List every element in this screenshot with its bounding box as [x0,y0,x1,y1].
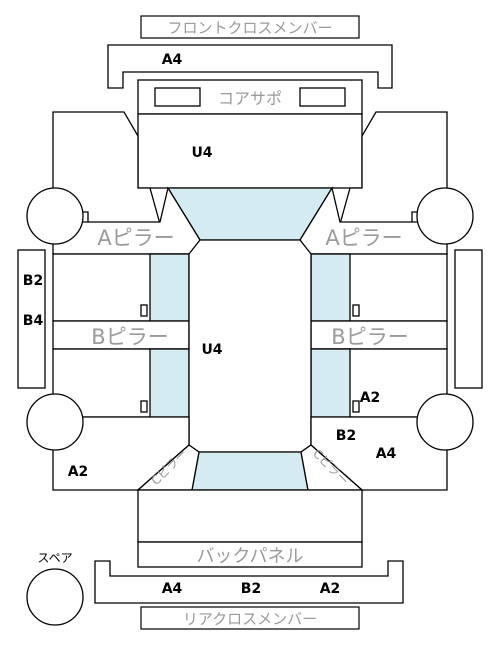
core-support-headlight-left[interactable] [154,87,201,107]
core-support-headlight-right[interactable] [299,87,346,107]
back-panel[interactable] [137,541,363,568]
a-pillar-left-label: Aピラー [97,226,174,250]
rear-cross-member-label: リアクロスメンバー [183,610,317,628]
right-front-door-window[interactable] [310,253,351,322]
rear-bumper[interactable] [94,560,404,604]
right-rear-door-grade: A2 [360,390,381,406]
rear-left-wheel[interactable] [26,393,84,451]
left-side-lower-grade: B4 [23,313,44,329]
b-pillar-right-label: Bピラー [331,325,408,349]
front-cross-member-grade: A4 [162,52,183,68]
left-rear-door-window[interactable] [149,348,190,418]
spare-tire[interactable] [26,568,84,626]
rear-member-grade-2: B2 [241,581,261,597]
hood-panel[interactable] [137,113,363,189]
left-rear-door-handle[interactable] [140,400,148,413]
rear-member-grade-1: A4 [162,581,183,597]
b-pillar-left-label: Bピラー [91,325,168,349]
rear-cross-member-box[interactable] [140,606,360,630]
roof-grade: U4 [201,342,222,358]
right-side-sill[interactable] [454,249,483,389]
front-cross-member-label: フロントクロスメンバー [167,19,332,37]
right-front-door-handle[interactable] [352,304,360,317]
left-front-door-handle[interactable] [140,304,148,317]
a-pillar-right-label: Aピラー [325,226,402,250]
spare-label: スペア [37,551,72,565]
trunk-lid[interactable] [137,489,363,543]
back-panel-label: バックパネル [196,546,303,567]
rear-member-grade-3: A2 [320,581,341,597]
front-left-wheel[interactable] [26,187,84,245]
hood-grade: U4 [191,145,212,161]
rear-right-wheel[interactable] [416,393,474,451]
right-rear-door-window[interactable] [310,348,351,418]
left-rear-quarter-grade: A2 [68,464,89,480]
right-rear-quarter-grade-a: B2 [336,428,356,444]
right-rear-door-handle[interactable] [352,400,360,413]
core-support-label: コアサポ [218,89,282,108]
left-side-upper-grade: B2 [23,273,43,289]
right-rear-quarter-grade-b: A4 [376,446,397,462]
rear-window[interactable] [191,451,309,491]
front-cross-member-box[interactable] [140,15,360,39]
front-right-wheel[interactable] [416,187,474,245]
left-side-sill[interactable] [17,249,46,389]
front-bumper[interactable] [107,44,393,89]
left-front-door-window[interactable] [149,253,190,322]
